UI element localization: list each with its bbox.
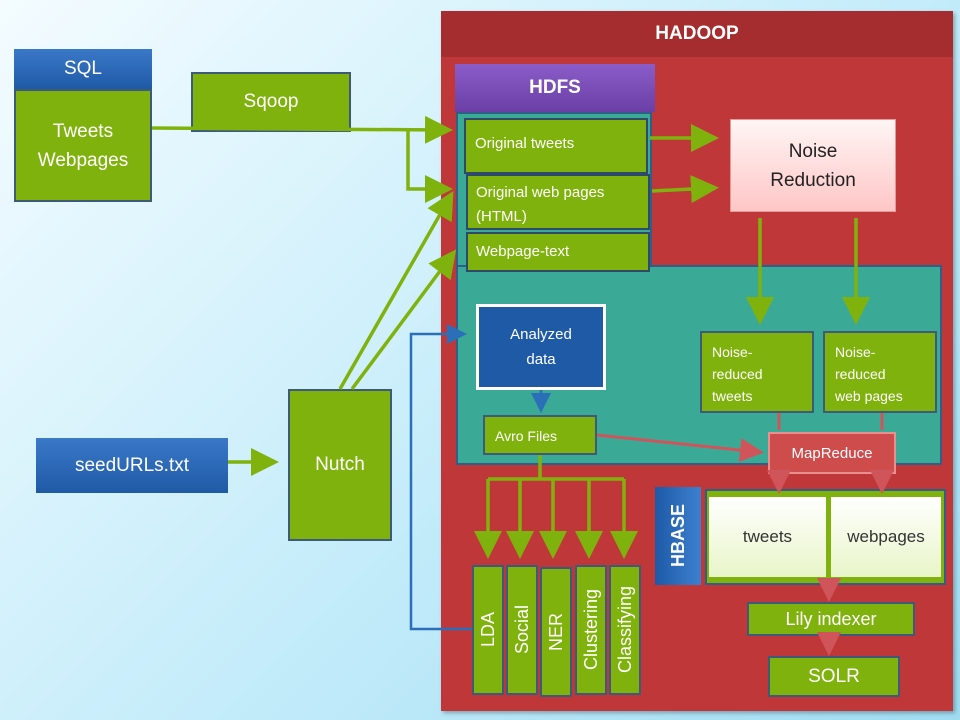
sql-header: SQL (14, 49, 152, 89)
arrow-webpages-to-noise (651, 175, 719, 204)
original-web-pages-line2: (HTML) (476, 208, 527, 225)
original-tweets-box: Original tweets (464, 118, 648, 174)
arrow-avro-to-mapreduce (596, 433, 764, 463)
classifying-box: Classifying (609, 565, 641, 695)
noise-reduced-tweets-box: Noise- reduced tweets (700, 331, 814, 413)
sql-content: Tweets Webpages (14, 89, 152, 202)
clustering-box: Clustering (575, 565, 607, 695)
hbase-label: HBASE (655, 487, 701, 585)
analyzed-line2: data (526, 351, 556, 368)
mapreduce-box: MapReduce (768, 432, 896, 474)
ner-box: NER (540, 567, 572, 697)
nr-webpages-line1: Noise- (835, 344, 876, 360)
original-web-pages-line1: Original web pages (476, 184, 605, 201)
sqoop-box: Sqoop (191, 72, 351, 132)
nr-tweets-line2: reduced (712, 366, 763, 382)
analyzed-line1: Analyzed (510, 326, 572, 343)
analyzed-data-box: Analyzed data (476, 304, 606, 390)
arrow-nutch-to-webtext (350, 249, 457, 391)
noise-reduction-line2: Reduction (770, 169, 856, 191)
hbase-webpages-cell: webpages (831, 497, 941, 577)
social-box: Social (506, 565, 538, 695)
arrow-analysis-to-analyzed (409, 324, 472, 631)
hadoop-title: HADOOP (441, 11, 953, 57)
sql-webpages-label: Webpages (37, 149, 129, 171)
noise-reduced-webpages-box: Noise- reduced web pages (823, 331, 937, 413)
nr-webpages-line3: web pages (835, 388, 903, 404)
nr-tweets-line1: Noise- (712, 344, 753, 360)
nutch-box: Nutch (288, 389, 392, 541)
nr-webpages-line2: reduced (835, 366, 886, 382)
hbase-tweets-cell: tweets (709, 497, 826, 577)
arrow-sql-to-webpages (406, 130, 453, 203)
solr-box: SOLR (768, 656, 900, 697)
arrow-sql-to-tweets (151, 115, 453, 144)
sql-tweets-label: Tweets (52, 120, 114, 142)
nr-tweets-line3: tweets (712, 388, 753, 404)
noise-reduction-line1: Noise (788, 140, 838, 162)
lily-indexer-box: Lily indexer (747, 602, 915, 636)
original-web-pages-box: Original web pages (HTML) (466, 174, 650, 230)
noise-reduction-box: Noise Reduction (730, 119, 896, 212)
webpage-text-box: Webpage-text (466, 232, 650, 272)
hdfs-title: HDFS (455, 64, 655, 112)
seed-urls-box: seedURLs.txt (36, 438, 228, 493)
avro-files-box: Avro Files (483, 415, 597, 455)
arrow-nutch-to-webpages (338, 190, 454, 390)
lda-box: LDA (472, 565, 504, 695)
